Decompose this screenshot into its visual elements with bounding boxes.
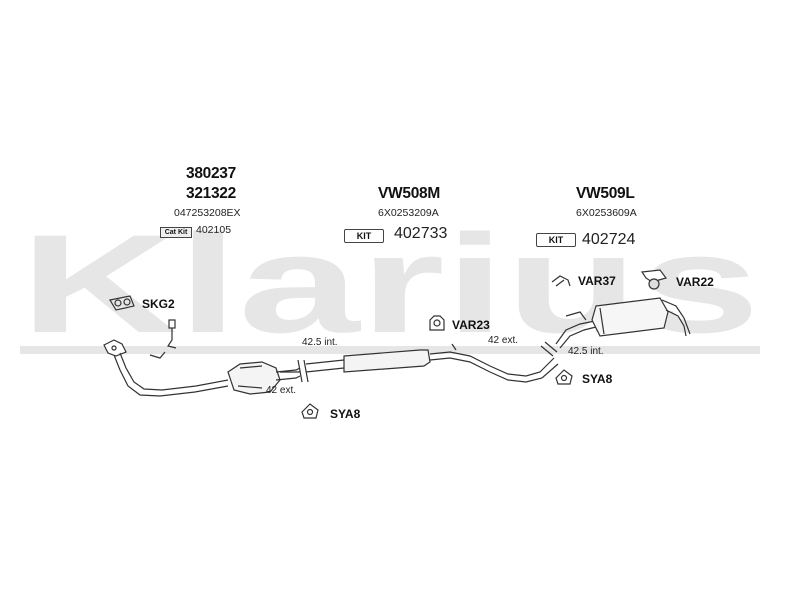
cat-kit-badge: Cat Kit xyxy=(160,227,192,238)
sensor-bracket xyxy=(149,319,177,359)
dimension-rear-int: 42.5 int. xyxy=(568,346,604,357)
manifold-flange xyxy=(103,339,127,357)
part-number-vw509l: VW509L xyxy=(576,185,635,202)
rear-joint xyxy=(540,341,558,357)
fitting-label-sya8-rear: SYA8 xyxy=(582,372,613,386)
dimension-front-int: 42.5 int. xyxy=(302,337,338,348)
dimension-rear-ext: 42 ext. xyxy=(488,335,519,346)
watermark-text: Klarius xyxy=(20,205,760,362)
hanger-sya8-rear xyxy=(555,369,573,385)
fitting-label-var23: VAR23 xyxy=(452,318,490,332)
fitting-label-sya8-front: SYA8 xyxy=(330,407,361,421)
part-number-vw508m: VW508M xyxy=(378,185,440,202)
kit-badge-rear: KIT xyxy=(536,233,576,247)
part-number-321322: 321322 xyxy=(186,185,236,202)
oe-number-middle: 6X0253209A xyxy=(378,207,439,219)
kit-number-middle: 402733 xyxy=(394,225,448,242)
kit-number-rear: 402724 xyxy=(582,231,636,248)
rear-silencer xyxy=(555,297,691,349)
hanger-sya8-front xyxy=(301,403,319,419)
front-joint xyxy=(280,359,309,383)
hanger-skg2 xyxy=(109,295,135,311)
kit-badge-middle: KIT xyxy=(344,229,384,243)
oe-number-front: 047253208EX xyxy=(174,207,241,219)
part-number-380237: 380237 xyxy=(186,165,236,182)
kit-number-front: 402105 xyxy=(196,224,232,236)
fitting-label-var37: VAR37 xyxy=(578,274,616,288)
hanger-var23 xyxy=(429,315,445,331)
fitting-label-skg2: SKG2 xyxy=(142,297,175,311)
dimension-front-ext: 42 ext. xyxy=(266,385,297,396)
fitting-label-var22: VAR22 xyxy=(676,275,714,289)
front-pipe xyxy=(113,352,229,397)
hanger-var22 xyxy=(640,269,668,290)
hanger-var37 xyxy=(551,275,571,287)
middle-section xyxy=(305,343,559,383)
catalyst-body xyxy=(227,361,301,395)
oe-number-rear: 6X0253609A xyxy=(576,207,637,219)
